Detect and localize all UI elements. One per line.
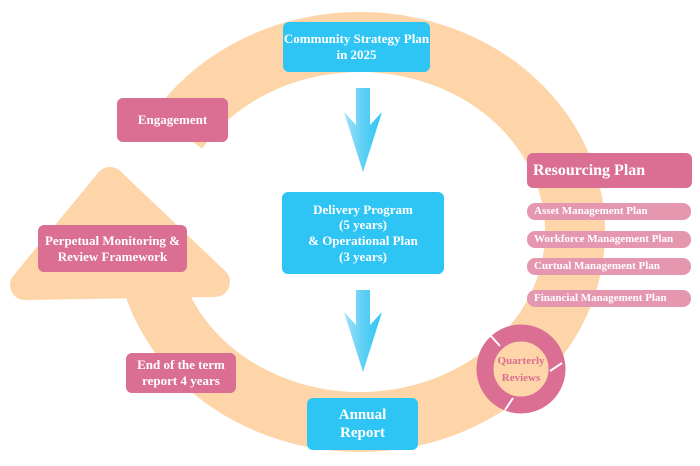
annual-report-box: Annual Report — [307, 398, 418, 450]
workforce-management-plan: Workforce Management Plan — [527, 231, 691, 248]
engagement-box: Engagement — [117, 98, 228, 142]
end-of-term-box: End of the term report 4 years — [126, 353, 236, 393]
curtual-management-plan: Curtual Management Plan — [527, 258, 691, 275]
delivery-line: (5 years) — [338, 217, 387, 233]
down-arrow-icon — [344, 290, 382, 372]
financial-management-plan: Financial Management Plan — [527, 290, 691, 307]
resourcing-plan-box: Resourcing Plan — [527, 153, 692, 188]
down-arrow-icon — [344, 88, 382, 172]
delivery-line: Delivery Program — [313, 201, 413, 217]
monitoring-framework-box: Perpetual Monitoring & Review Framework — [38, 225, 187, 272]
quarterly-cycle-icon — [476, 324, 566, 414]
delivery-program-box: Delivery Program (5 years) & Operational… — [282, 192, 444, 274]
community-strategy-box: Community Strategy Plan in 2025 — [283, 22, 430, 72]
delivery-line: & Operational Plan — [308, 233, 418, 248]
delivery-line: (3 years) — [338, 248, 387, 264]
reviews-label: Reviews — [501, 372, 541, 384]
asset-management-plan: Asset Management Plan — [527, 203, 691, 220]
quarterly-label: Quarterly — [497, 355, 545, 367]
